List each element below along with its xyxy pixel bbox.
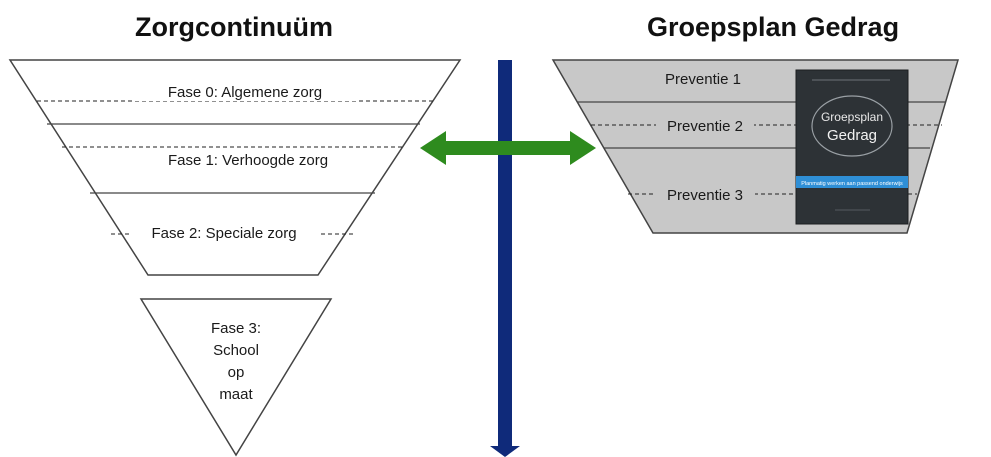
left-label-bg-1 (128, 150, 370, 170)
fase-0-label: Fase 0: Algemene zorg (168, 84, 322, 101)
fase-3-triangle: Fase 3: School op maat (139, 298, 333, 457)
timeline-shaft (498, 60, 512, 448)
left-funnel: Fase 0: Algemene zorg Fase 1: Verhoogde … (8, 59, 462, 276)
book-subtitle-band (796, 176, 908, 188)
book-cover-image: Groepsplan Gedrag Planmatig werken aan p… (795, 69, 909, 225)
left-label-bg-2 (131, 222, 318, 242)
preventie-3-label: Preventie 3 (667, 187, 743, 204)
book-chalk-circle (811, 95, 893, 157)
right-label-bg-2 (656, 115, 754, 135)
zorgcontinuum-title: Zorgcontinuüm (135, 12, 333, 42)
double-arrow (420, 131, 596, 165)
right-label-bg-3 (655, 184, 755, 204)
book-subtitle: Planmatig werken aan passend onderwijs (801, 181, 903, 187)
timeline-arrowhead (490, 446, 520, 457)
double-arrow-right-head (570, 131, 596, 165)
fase-3-line-4: maat (219, 386, 253, 403)
fase-3-triangle-shape (139, 298, 333, 457)
groepsplan-title: Groepsplan Gedrag (647, 12, 900, 42)
double-arrow-left-head (420, 131, 446, 165)
double-arrow-shaft (444, 141, 574, 155)
left-label-bg-0 (132, 81, 358, 101)
book-cover (795, 69, 909, 225)
fase-3-line-3: op (228, 364, 245, 381)
timeline-arrow (490, 60, 520, 457)
book-title-line-1: Groepsplan (821, 110, 883, 124)
book-title-line-2: Gedrag (827, 127, 877, 144)
fase-3-line-1: Fase 3: (211, 320, 261, 337)
fase-2-label: Fase 2: Speciale zorg (151, 225, 296, 242)
preventie-2-label: Preventie 2 (667, 118, 743, 135)
preventie-1-label: Preventie 1 (665, 71, 741, 88)
fase-3-line-2: School (213, 342, 259, 359)
fase-1-label: Fase 1: Verhoogde zorg (168, 152, 328, 169)
